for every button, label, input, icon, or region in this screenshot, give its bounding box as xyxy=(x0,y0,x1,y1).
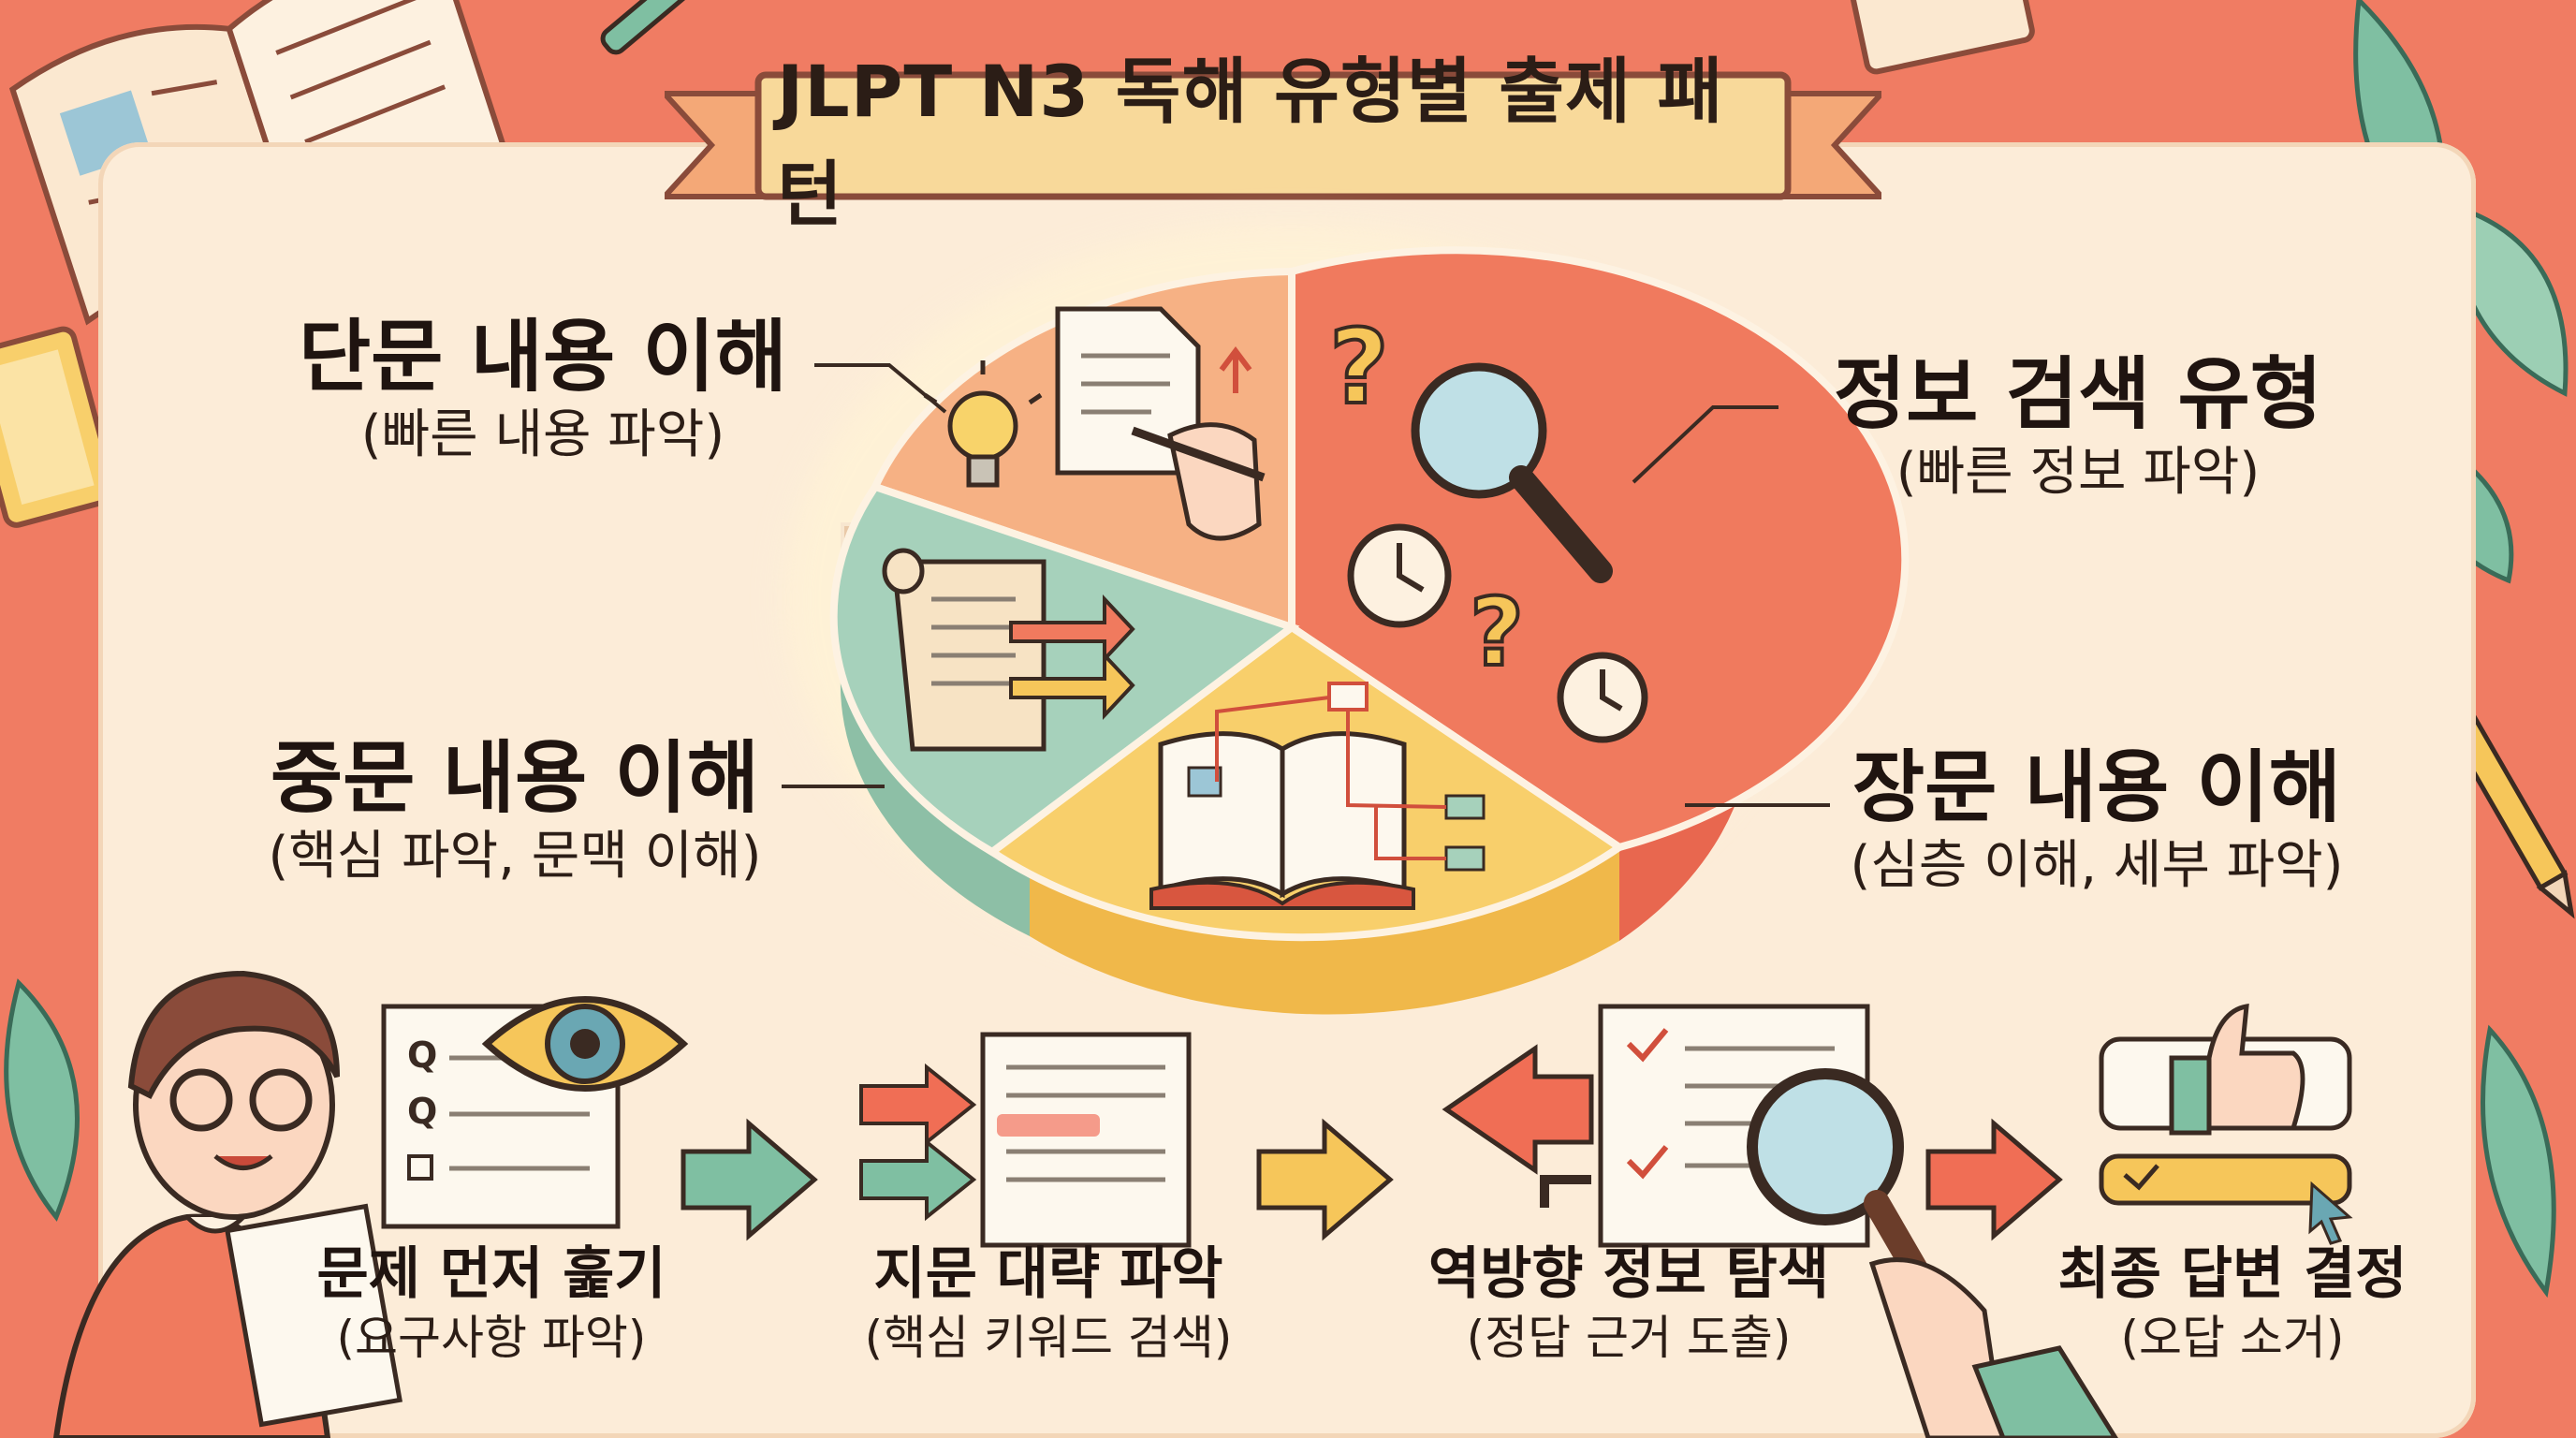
segment-label-short: 단문 내용 이해 (빠른 내용 파악) xyxy=(281,314,805,471)
scroll-with-arrows-icon xyxy=(882,548,1135,752)
magnifier-clock-question-icon: ? ? xyxy=(1327,305,1648,743)
step-subtitle: (요구사항 파악) xyxy=(336,1311,647,1365)
title-banner xyxy=(665,71,1881,200)
segment-title: 중문 내용 이해 xyxy=(270,732,760,824)
open-book-diagram-icon xyxy=(1149,682,1486,910)
step-2: 지문 대략 파악 (핵심 키워드 검색) xyxy=(814,1240,1282,1369)
reverse-search-icon xyxy=(1442,1004,2118,1438)
flow-arrow-1 xyxy=(681,1118,818,1241)
quiz-letter-2: Q xyxy=(407,1091,437,1132)
segment-label-long: 장문 내용 이해 (심층 이해, 세부 파악) xyxy=(1797,744,2396,902)
segment-title: 장문 내용 이해 xyxy=(1852,741,2342,833)
segment-label-mid: 중문 내용 이해 (핵심 파악, 문맥 이해) xyxy=(225,735,805,892)
document-keyword-icon xyxy=(859,1032,1192,1248)
segment-subtitle: (빠른 정보 파악) xyxy=(1895,442,2261,504)
flow-arrow-2 xyxy=(1256,1118,1394,1241)
svg-text:?: ? xyxy=(1470,578,1524,687)
eye-question-sheet-icon: Q Q xyxy=(381,996,689,1229)
step-title: 최종 답변 결정 xyxy=(2057,1241,2408,1307)
pen-icon xyxy=(600,0,722,55)
segment-subtitle: (심층 이해, 세부 파악) xyxy=(1850,835,2344,897)
quiz-letter-1: Q xyxy=(407,1034,437,1076)
step-subtitle: (핵심 키워드 검색) xyxy=(864,1311,1233,1365)
step-1: 문제 먼저 훑기 (요구사항 파악) xyxy=(281,1240,702,1369)
step-subtitle: (오답 소거) xyxy=(2120,1311,2345,1365)
step-3: 역방향 정보 탐색 (정답 근거 도출) xyxy=(1385,1240,1872,1369)
book-stack-icon xyxy=(0,326,118,528)
thumbs-up-select-icon xyxy=(2099,1003,2353,1245)
step-subtitle: (정답 근거 도출) xyxy=(1466,1311,1792,1365)
segment-label-info: 정보 검색 유형 (빠른 정보 파악) xyxy=(1797,351,2359,508)
step-title: 역방향 정보 탐색 xyxy=(1427,1241,1830,1307)
segment-title: 단문 내용 이해 xyxy=(298,311,788,403)
notebook-icon xyxy=(1844,0,2035,75)
step-title: 지문 대략 파악 xyxy=(873,1241,1223,1307)
step-4: 최종 답변 결정 (오답 소거) xyxy=(2012,1240,2452,1369)
segment-title: 정보 검색 유형 xyxy=(1833,348,2323,440)
step-title: 문제 먼저 훑기 xyxy=(316,1241,666,1307)
lightbulb-and-writing-hand-icon xyxy=(923,306,1266,541)
student-character-icon xyxy=(52,970,402,1438)
segment-subtitle: (핵심 파악, 문맥 이해) xyxy=(268,826,762,888)
segment-subtitle: (빠른 내용 파악) xyxy=(360,404,725,466)
label-connectors xyxy=(782,363,1830,807)
svg-text:?: ? xyxy=(1329,307,1389,427)
flow-arrow-3 xyxy=(1925,1118,2063,1241)
